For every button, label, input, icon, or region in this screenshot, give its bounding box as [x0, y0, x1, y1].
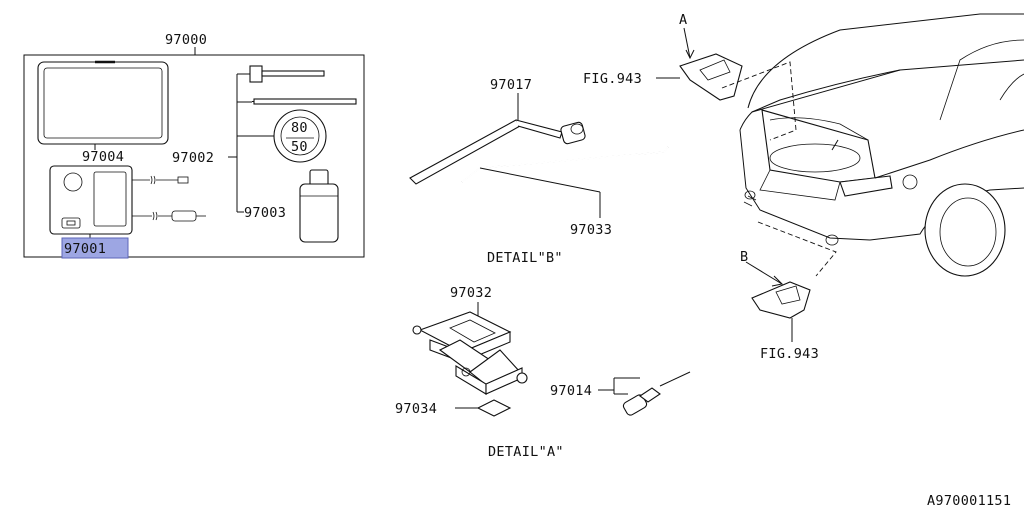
lug-wrench [409, 93, 586, 185]
fig-943-top[interactable]: FIG.943 [583, 71, 642, 87]
wheel-wrench-tool [249, 65, 325, 83]
highlight-97001 [61, 237, 129, 259]
kit-box [23, 47, 365, 258]
label-97000[interactable]: 97000 [165, 32, 207, 48]
label-97004[interactable]: 97004 [82, 149, 124, 165]
sticker-80: 80 [291, 120, 308, 136]
label-97002[interactable]: 97002 [172, 150, 214, 166]
speed-limit-sticker [273, 109, 327, 163]
callout-b-bracket [745, 221, 837, 342]
tool-bracket [228, 73, 275, 213]
sticker-50: 50 [291, 139, 308, 155]
label-97003[interactable]: 97003 [244, 205, 286, 221]
car-rear-view [739, 13, 1024, 277]
callout-a-letter: A [679, 12, 687, 28]
label-97032[interactable]: 97032 [450, 285, 492, 301]
detail-b-caption: DETAIL"B" [487, 250, 563, 266]
label-97034[interactable]: 97034 [395, 401, 437, 417]
tow-hook [598, 371, 691, 416]
screwdriver-tool [252, 98, 357, 105]
document-id: A970001151 [927, 493, 1011, 509]
label-97014[interactable]: 97014 [550, 383, 592, 399]
label-97033[interactable]: 97033 [570, 222, 612, 238]
detail-a-caption: DETAIL"A" [488, 444, 564, 460]
callout-b-letter: B [740, 249, 748, 265]
sealant-bottle [299, 169, 339, 243]
label-97001[interactable]: 97001 [64, 241, 106, 257]
scissor-jack [412, 311, 528, 395]
jack-handle [461, 146, 669, 218]
callout-a-bracket [656, 27, 797, 141]
fig-943-bottom[interactable]: FIG.943 [760, 346, 819, 362]
tool-bag [37, 60, 169, 150]
jack-pad [455, 399, 512, 417]
tire-compressor [49, 165, 206, 238]
label-97017[interactable]: 97017 [490, 77, 532, 93]
